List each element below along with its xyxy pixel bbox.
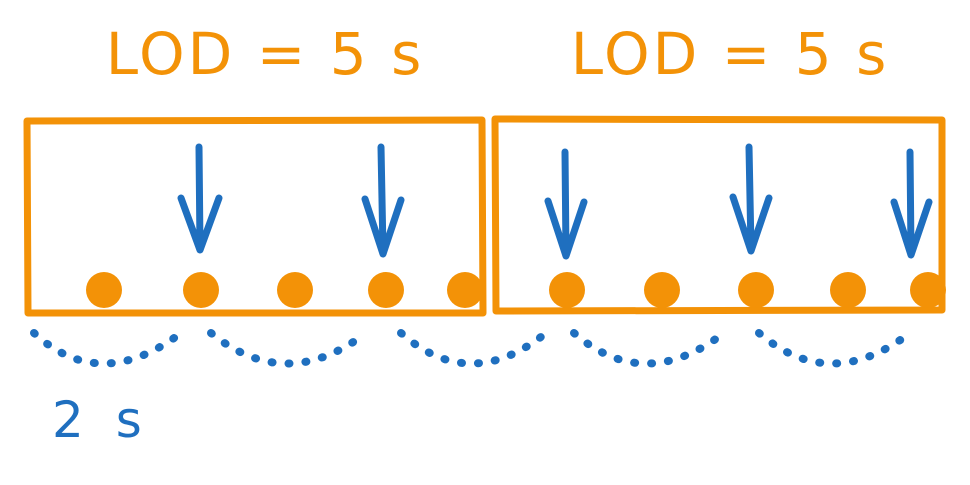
interval-arcs: [30, 329, 914, 368]
interval-arc-2: [207, 329, 370, 368]
arrow-down-icon: [544, 148, 588, 260]
interval-arc-5: [755, 329, 914, 368]
interval-arc-3: [397, 329, 550, 368]
sample-points: [86, 272, 946, 308]
sample-point-4: [368, 272, 404, 308]
interval-arc-4: [570, 329, 728, 368]
arrow-down-icon: [729, 143, 773, 255]
arrow-down-icon: [361, 143, 405, 258]
arrow-down-icon: [890, 148, 933, 259]
sample-point-1: [86, 272, 122, 308]
arrow-down-icon: [177, 143, 223, 254]
sample-point-8: [738, 272, 774, 308]
window-2-box: [491, 115, 946, 315]
sample-point-7: [644, 272, 680, 308]
interval-arc-1: [30, 329, 185, 368]
interval-label: 2 s: [52, 391, 150, 449]
sample-point-2: [183, 272, 219, 308]
sample-point-10: [910, 272, 946, 308]
selection-arrows: [177, 143, 933, 260]
sample-point-5: [447, 272, 483, 308]
sample-point-9: [830, 272, 866, 308]
sample-point-6: [549, 272, 585, 308]
window-1-box: [23, 116, 487, 317]
window-2-label: LOD = 5 s: [571, 20, 890, 88]
sample-point-3: [277, 272, 313, 308]
window-1-label: LOD = 5 s: [106, 20, 425, 88]
